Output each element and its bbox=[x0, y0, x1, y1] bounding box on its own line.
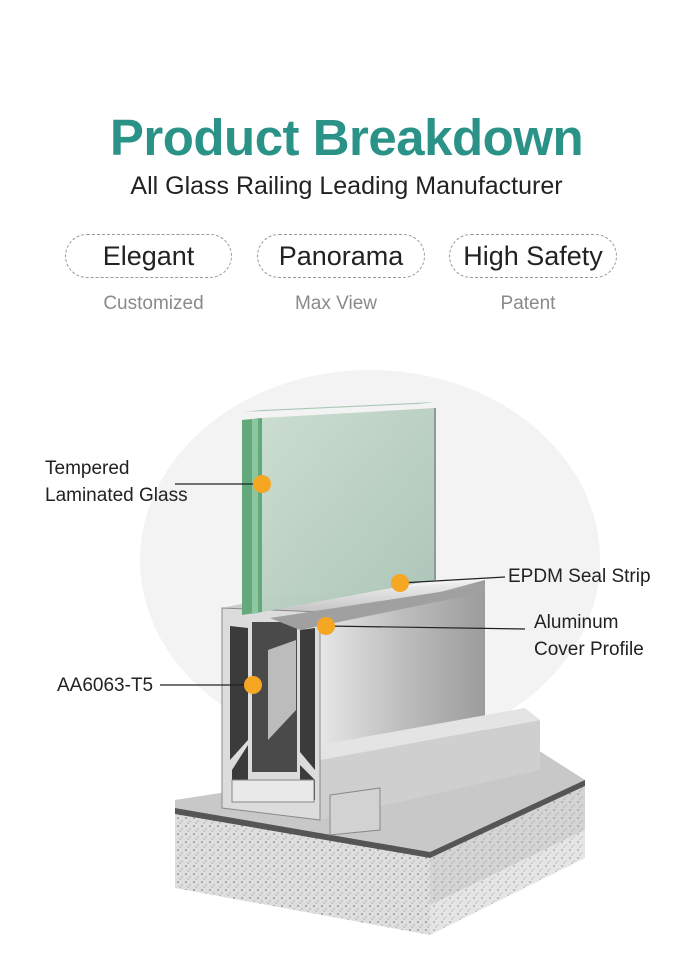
callout-glass-line1: Tempered bbox=[45, 458, 130, 479]
feature-pill-elegant: Elegant bbox=[65, 234, 232, 278]
feature-label: High Safety bbox=[463, 240, 603, 271]
aluminum-profile bbox=[221, 580, 540, 836]
callout-glass: Tempered Laminated Glass bbox=[45, 455, 188, 509]
feature-sub-customized: Customized bbox=[103, 293, 204, 314]
callout-seal: EPDM Seal Strip bbox=[508, 566, 651, 587]
callout-cover-line1: Aluminum bbox=[534, 612, 619, 633]
marker-glass bbox=[253, 475, 271, 493]
feature-sub-patent: Patent bbox=[500, 293, 556, 314]
leader-cover bbox=[325, 625, 526, 630]
page-subtitle: All Glass Railing Leading Manufacturer bbox=[130, 172, 563, 200]
marker-seal bbox=[391, 574, 409, 592]
feature-sub-max-view: Max View bbox=[294, 293, 377, 314]
feature-label: Panorama bbox=[278, 240, 404, 271]
glass-panel bbox=[242, 402, 436, 615]
page-title: Product Breakdown bbox=[109, 109, 584, 166]
feature-label: Elegant bbox=[102, 240, 195, 271]
callout-alloy: AA6063-T5 bbox=[57, 675, 154, 696]
callout-cover: Aluminum Cover Profile bbox=[534, 609, 644, 663]
marker-alloy bbox=[244, 676, 262, 694]
callout-glass-line2: Laminated Glass bbox=[45, 485, 188, 506]
feature-pill-panorama: Panorama bbox=[257, 234, 425, 278]
feature-pill-high-safety: High Safety bbox=[449, 234, 617, 278]
leader-seal bbox=[399, 576, 506, 584]
marker-cover bbox=[317, 617, 335, 635]
callout-cover-line2: Cover Profile bbox=[534, 639, 644, 660]
